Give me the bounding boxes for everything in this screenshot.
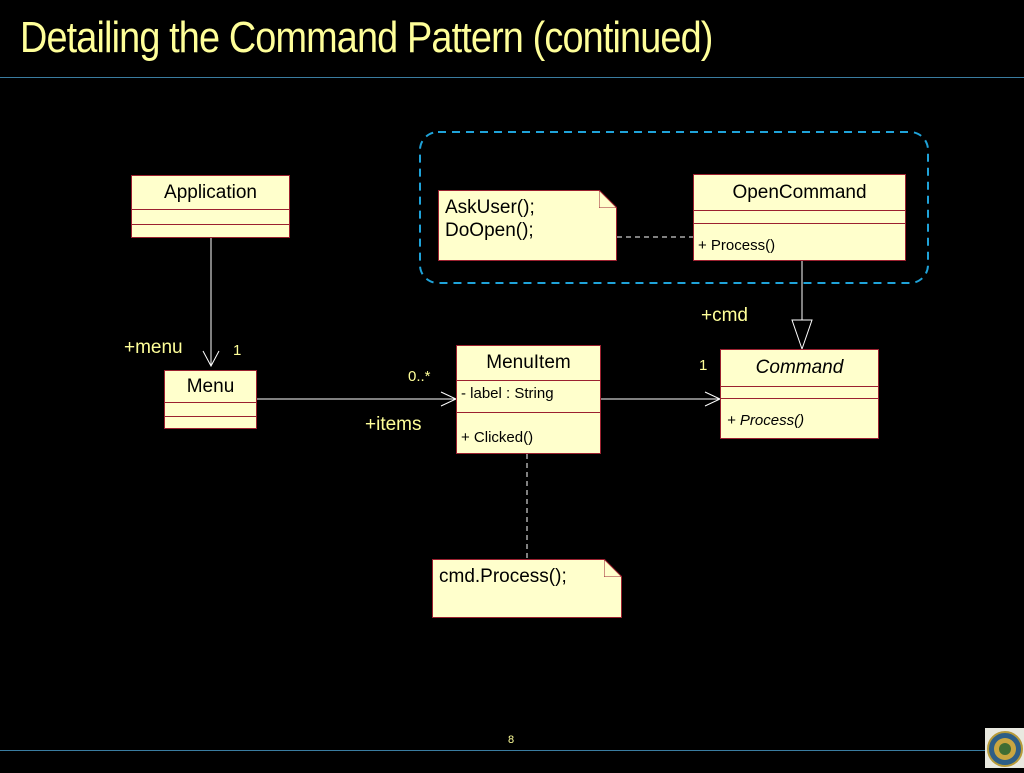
menuitem-operation: + Clicked() xyxy=(461,429,534,446)
command-attributes xyxy=(721,387,878,399)
menu-operations xyxy=(165,417,256,430)
menu-class: Menu xyxy=(164,370,257,429)
note-fold-icon xyxy=(599,190,617,208)
application-attributes xyxy=(132,210,289,225)
menuitem-class-name: MenuItem xyxy=(457,346,600,381)
generalization-triangle xyxy=(791,319,813,351)
note-line-doopen: DoOpen(); xyxy=(445,220,534,241)
application-operations xyxy=(132,225,289,239)
opencommand-operation: + Process() xyxy=(698,237,776,254)
title-rule xyxy=(0,77,1024,78)
application-class: Application xyxy=(131,175,290,238)
footer-rule xyxy=(0,750,1024,751)
note-fold-icon xyxy=(604,559,622,577)
menu-role-label: +menu xyxy=(124,337,183,358)
opencommand-class-name: OpenCommand xyxy=(694,175,905,211)
items-multiplicity: 0..* xyxy=(408,368,431,385)
opencommand-attributes xyxy=(694,211,905,224)
menu-class-name: Menu xyxy=(165,371,256,403)
slide-title: Detailing the Command Pattern (continued… xyxy=(20,13,713,62)
command-class: Command + Process() xyxy=(720,349,879,439)
application-class-name: Application xyxy=(132,176,289,210)
menuitem-attribute: - label : String xyxy=(457,381,600,413)
page-number: 8 xyxy=(508,734,515,746)
cmd-role-label: +cmd xyxy=(701,305,748,326)
command-operation: + Process() xyxy=(727,412,805,429)
menuitem-note: cmd.Process(); xyxy=(432,559,622,618)
cmd-multiplicity: 1 xyxy=(699,357,708,374)
items-role-label: +items xyxy=(365,414,422,435)
opencommand-class: OpenCommand + Process() xyxy=(693,174,906,261)
menuitem-class: MenuItem - label : String + Clicked() xyxy=(456,345,601,454)
arrowhead-app-menu xyxy=(202,350,220,368)
menu-multiplicity: 1 xyxy=(233,342,242,359)
menu-attributes xyxy=(165,403,256,417)
opencommand-note: AskUser(); DoOpen(); xyxy=(438,190,617,261)
command-class-name: Command xyxy=(721,350,878,387)
university-seal-logo xyxy=(985,728,1024,768)
seal-icon xyxy=(987,731,1023,767)
note-line-cmd-process: cmd.Process(); xyxy=(439,566,567,587)
note-line-askuser: AskUser(); xyxy=(445,197,535,218)
